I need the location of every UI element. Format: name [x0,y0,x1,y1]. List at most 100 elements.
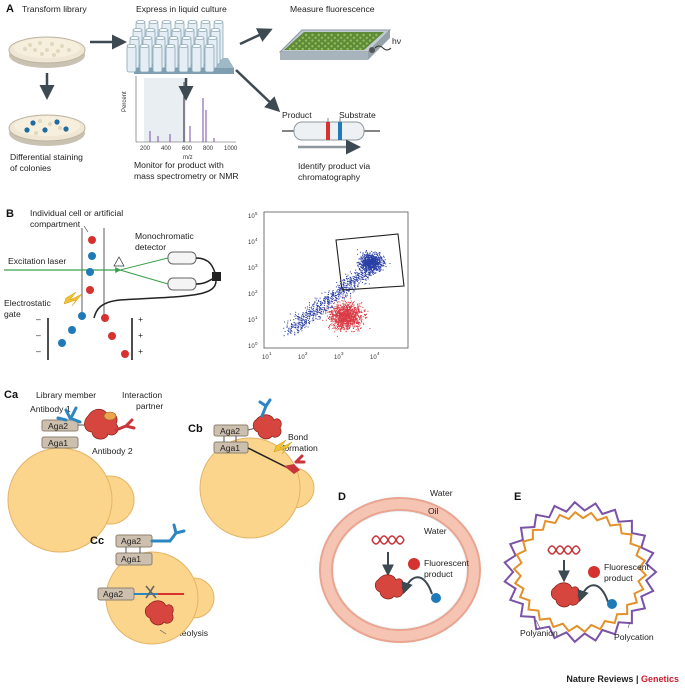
scatter-point-blue [331,294,333,296]
scatter-point-red [347,303,349,305]
scatter-point-blue [362,278,364,280]
plate-well [304,45,308,48]
scatter-point-blue [344,285,346,287]
scatter-point-red [355,325,357,327]
scatter-point-blue [305,323,307,325]
scatter-point-red [331,311,333,313]
scatter-point-red [333,318,335,320]
scatter-point-blue [325,309,327,311]
scatter-point-red [329,311,331,312]
scatter-point-blue [380,267,382,269]
scatter-point-blue [294,327,296,329]
scatter-point-blue [381,263,383,265]
scatter-point-blue [368,259,370,261]
scatter-point-blue [365,270,367,272]
scatter-point-blue [340,286,342,288]
y-tick-exponent: 2 [255,289,258,294]
scatter-point-blue [343,298,345,300]
scatter-point-blue [353,276,355,277]
scatter-point-red [345,316,347,318]
scatter-point-red [342,306,344,308]
scatter-point-blue [340,291,342,293]
scatter-point-blue [337,284,339,286]
scatter-point-blue [361,261,363,263]
scatter-point-blue [323,311,324,313]
scatter-point-blue [371,260,373,262]
scatter-point-blue [328,306,330,308]
scatter-point-blue [355,272,357,274]
scatter-point-blue [344,294,346,296]
scatter-point-red [344,313,346,315]
scatter-point-blue [319,302,321,304]
scatter-point-blue [349,281,351,283]
oil-label: Oil [428,506,439,516]
scatter-point-blue [375,259,377,261]
scatter-point-blue [329,300,331,302]
scatter-point-blue [315,308,317,310]
plate-well [314,36,317,39]
scatter-point-red [349,307,351,309]
ms-tick-label: 1000 [224,146,238,152]
scatter-point-blue [360,272,362,273]
scatter-point-red [344,309,346,311]
scatter-point-blue [361,269,363,271]
scatter-point-blue [325,312,327,314]
scatter-point-red [338,314,340,316]
scatter-point-red [353,310,355,312]
scatter-point-red [328,328,330,330]
fluorescent-product-label-e1: Fluorescent [604,562,650,572]
scatter-point-red [353,304,355,306]
plate-well [336,39,340,42]
scatter-point-red [335,329,337,331]
scatter-point-blue [327,295,329,297]
plate-well [362,39,365,42]
x-tick-exponent: 4 [377,351,380,356]
scatter-point-red [348,314,350,316]
sort-gate [335,233,405,291]
scatter-point-blue [339,280,341,282]
chromatography-column [282,118,380,155]
scatter-point-blue [333,292,334,294]
scatter-point-blue [376,269,378,271]
scatter-point-blue [306,308,308,310]
plus-sign-2: + [138,330,143,340]
scatter-point-blue [379,259,381,261]
scatter-point-blue [303,324,305,326]
scatter-point-blue [378,266,380,267]
scatter-point-red [342,321,344,323]
scatter-point-blue [323,306,325,308]
scatter-point-red [333,325,335,326]
scatter-point-blue [379,269,381,271]
scatter-point-blue [343,288,345,290]
scatter-point-red [359,322,361,324]
scatter-point-blue [331,294,333,295]
scatter-point-blue [351,279,353,281]
scatter-point-blue [371,254,373,256]
scatter-point-blue [332,294,334,296]
scatter-point-red [356,311,358,313]
scatter-point-red [363,314,365,315]
scatter-point-red [337,317,338,319]
scatter-point-red [351,303,353,305]
scatter-point-blue [372,258,374,260]
scatter-point-blue [358,258,360,260]
scatter-point-blue [328,300,330,302]
scatter-point-blue [368,262,370,264]
scatter-point-blue [362,264,364,266]
scatter-point-red [337,327,339,328]
scatter-point-blue [320,303,321,305]
scatter-point-red [332,328,334,329]
scatter-point-blue [338,287,340,289]
scatter-point-blue [311,308,313,310]
scatter-point-blue [368,265,370,267]
plate-well [343,33,346,37]
scatter-point-blue [320,312,322,314]
scatter-point-red [347,322,349,324]
scatter-point-red [334,331,336,333]
plate-well [311,33,314,37]
gate-label-2: gate [4,309,21,319]
scatter-point-red [344,329,346,331]
scatter-point-blue [348,280,350,282]
scatter-point-blue [364,257,366,259]
